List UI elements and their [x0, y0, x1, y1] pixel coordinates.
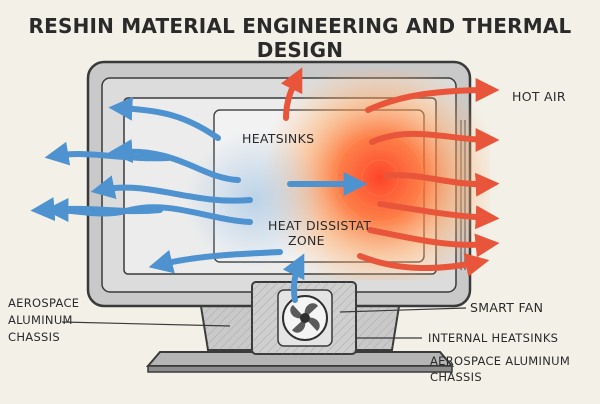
hot-airflow-arrow: [280, 67, 500, 277]
diagram-title: RESHIN MATERIAL ENGINEERING AND THERMAL …: [28, 14, 572, 62]
label-chassis-left-line2: ALUMINUM: [8, 313, 73, 327]
label-heat-zone-line1: HEAT DISSISTAT: [268, 218, 372, 233]
label-smart-fan: SMART FAN: [470, 300, 544, 315]
label-chassis-right-line2: CHASSIS: [430, 370, 482, 384]
label-hot-air: HOT AIR: [512, 89, 566, 104]
cool-airflow-arrow: [30, 96, 305, 303]
label-internal-heatsinks: INTERNAL HEATSINKS: [428, 331, 559, 345]
label-chassis-left-line1: AEROSPACE: [8, 296, 80, 310]
fan-icon: [282, 295, 328, 341]
label-heat-zone-line2: ZONE: [288, 233, 325, 248]
label-chassis-left-line3: CHASSIS: [8, 330, 60, 344]
smart-fan: [251, 281, 357, 355]
label-chassis-right-line1: AEROSPACE ALUMINUM: [430, 354, 571, 368]
leader-lines: [61, 307, 467, 339]
label-heatsinks: HEATSINKS: [242, 131, 315, 146]
